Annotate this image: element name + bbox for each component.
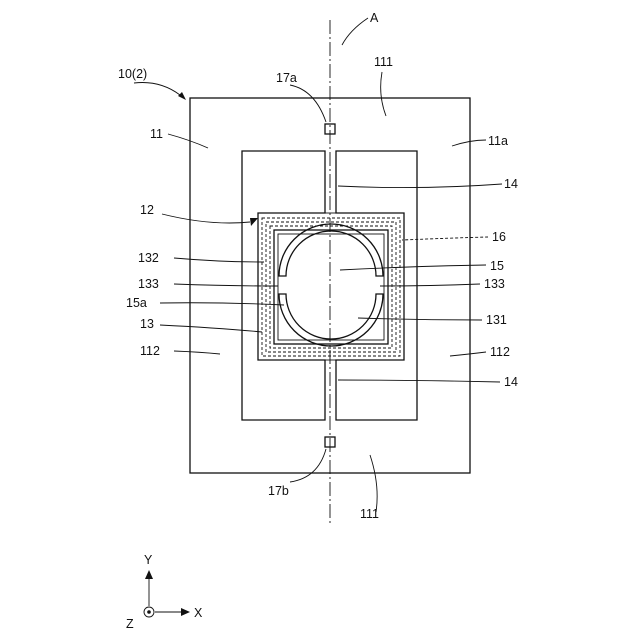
axis-y-label: Y — [144, 553, 153, 567]
label-111-top: 111 — [374, 55, 393, 69]
label-17a: 17a — [276, 71, 297, 85]
mirror-15-bottom — [279, 294, 383, 346]
label-112-left: 112 — [140, 344, 160, 358]
label-132: 132 — [138, 251, 159, 265]
leader-14-top — [338, 184, 502, 188]
label-112-right: 112 — [490, 345, 510, 359]
label-11: 11 — [150, 127, 163, 141]
leader-14-bottom — [338, 380, 500, 382]
label-17b: 17b — [268, 484, 289, 498]
leader-112-right — [450, 352, 486, 356]
mirror-15-body — [286, 231, 376, 339]
leader-11 — [168, 134, 208, 148]
coil-16-outer — [262, 218, 400, 356]
label-16: 16 — [492, 230, 506, 244]
leader-15 — [340, 265, 486, 270]
leader-133-right — [380, 284, 480, 286]
label-15a: 15a — [126, 296, 147, 310]
mirror-15 — [279, 224, 383, 276]
leader-A — [342, 18, 368, 45]
leader-132 — [174, 258, 264, 262]
movable-part-12 — [258, 213, 404, 360]
coil-16-mid — [266, 222, 396, 352]
axis-z-dot — [147, 610, 151, 614]
label-device: 10(2) — [118, 67, 147, 81]
arrow-device — [178, 92, 186, 100]
axis-z-label: Z — [126, 617, 134, 631]
leader-device — [134, 83, 180, 96]
axis-x-arrow — [181, 608, 190, 616]
label-15: 15 — [490, 259, 504, 273]
leader-17b — [290, 449, 326, 482]
label-14-bottom: 14 — [504, 375, 518, 389]
leader-16 — [402, 237, 488, 240]
label-A: A — [370, 11, 379, 25]
label-13: 13 — [140, 317, 154, 331]
leader-12 — [162, 214, 250, 223]
leader-17a — [290, 85, 326, 122]
label-12: 12 — [140, 203, 154, 217]
label-133-right: 133 — [484, 277, 505, 291]
leader-111-top — [381, 72, 386, 116]
coil-16-inner — [270, 226, 392, 348]
label-131: 131 — [486, 313, 507, 327]
leader-15a — [160, 303, 284, 305]
leader-11a — [452, 140, 486, 146]
leader-112-left — [174, 351, 220, 354]
leader-111-bottom — [370, 455, 377, 512]
label-133-left: 133 — [138, 277, 159, 291]
leader-13 — [160, 325, 262, 332]
label-14-top: 14 — [504, 177, 518, 191]
label-11a: 11a — [488, 134, 508, 148]
axis-y-arrow — [145, 570, 153, 579]
axis-x-label: X — [194, 606, 203, 620]
arrow-12 — [250, 218, 258, 226]
label-111-bottom: 111 — [360, 507, 379, 521]
